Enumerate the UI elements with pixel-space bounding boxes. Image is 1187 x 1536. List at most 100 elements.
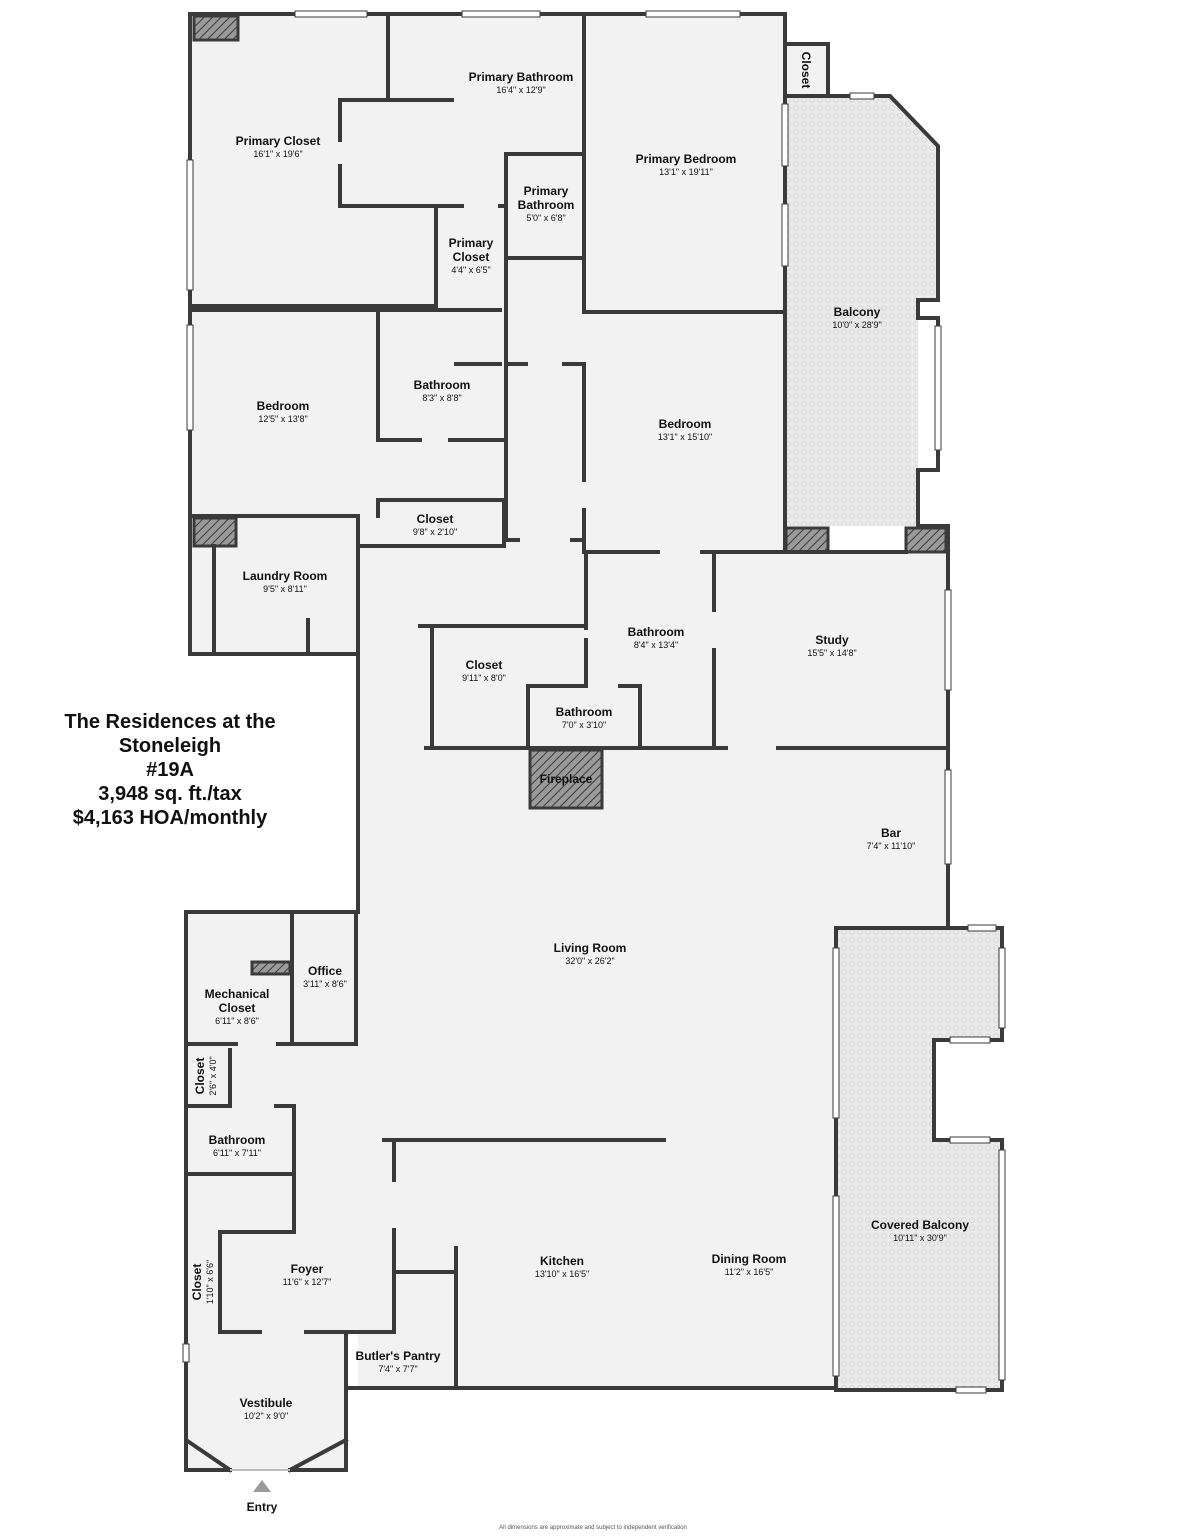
- room-bathroom-small-center: Bathroom 7'0" x 3'10": [556, 705, 613, 731]
- room-closet-foyer: Closet 1'10" x 6'6": [190, 1260, 216, 1304]
- room-name: Covered Balcony: [870, 1218, 970, 1232]
- balcony-floor: [786, 96, 938, 526]
- room-dims: 9'5" x 8'11": [263, 584, 307, 594]
- room-bathroom-mid: Bathroom 8'3" x 8'8": [414, 378, 471, 404]
- room-dims: 4'4" x 6'5": [451, 265, 491, 275]
- room-name-line-1: Mechanical: [204, 987, 270, 1001]
- entry-label: Entry: [246, 1500, 278, 1514]
- room-dims: 3'11" x 8'6": [303, 979, 347, 989]
- listing-title: The Residences at the Stoneleigh #19A 3,…: [40, 710, 300, 830]
- room-mechanical-closet: Mechanical Closet 6'11" x 8'6": [205, 987, 270, 1027]
- room-name: Closet: [190, 1263, 204, 1301]
- title-line-1: The Residences at the: [64, 711, 276, 733]
- hatched-features: [192, 14, 948, 976]
- room-name: Primary Bathroom: [468, 70, 574, 84]
- room-name: Butler's Pantry: [355, 1349, 441, 1363]
- room-dims: 8'3" x 8'8": [422, 393, 462, 403]
- room-name: Laundry Room: [242, 569, 328, 583]
- room-primary-closet-main: Primary Closet 16'1" x 19'6": [236, 134, 321, 160]
- room-name: Study: [815, 633, 849, 647]
- room-living-room: Living Room 32'0" x 26'2": [554, 941, 627, 967]
- room-dims: 13'10" x 16'5": [534, 1269, 590, 1279]
- room-dims: 2'6" x 4'0": [208, 1056, 218, 1096]
- room-kitchen: Kitchen 13'10" x 16'5": [535, 1254, 589, 1280]
- room-laundry-room: Laundry Room 9'5" x 8'11": [243, 569, 328, 595]
- room-bar: Bar 7'4" x 11'10": [867, 826, 916, 852]
- room-dims: 7'4" x 11'10": [866, 841, 916, 851]
- room-dims: 7'0" x 3'10": [561, 720, 607, 730]
- room-name: Bedroom: [256, 399, 310, 413]
- room-dims: 10'0" x 28'9": [832, 320, 882, 330]
- room-name: Bar: [880, 826, 902, 840]
- entry-arrow-icon: [253, 1480, 271, 1492]
- room-name: Closet: [416, 512, 454, 526]
- windows: [182, 10, 1006, 1394]
- walls: [184, 12, 1004, 1473]
- room-dims: 16'4" x 12'9": [496, 85, 546, 95]
- room-dims: 11'6" x 12'7": [282, 1277, 332, 1287]
- room-butlers-pantry: Butler's Pantry 7'4" x 7'7": [356, 1349, 441, 1375]
- room-dims: 32'0" x 26'2": [565, 956, 615, 966]
- room-dims: 10'11" x 30'9": [893, 1233, 947, 1243]
- room-dims: 15'5" x 14'8": [807, 648, 857, 658]
- title-line-4: 3,948 sq. ft./tax: [98, 783, 242, 805]
- room-name: Bedroom: [658, 417, 712, 431]
- room-dims: 7'4" x 7'7": [378, 1364, 418, 1374]
- room-dining-room: Dining Room 11'2" x 16'5": [712, 1252, 787, 1278]
- room-name: Closet: [193, 1057, 207, 1095]
- room-name: Primary Closet: [448, 236, 494, 264]
- room-bathroom-center: Bathroom 8'4" x 13'4": [628, 625, 685, 651]
- room-name: Bathroom: [208, 1133, 266, 1147]
- room-name: Office: [307, 964, 342, 978]
- room-dims: 16'1" x 19'6": [253, 149, 303, 159]
- room-vestibule: Vestibule 10'2" x 9'0": [240, 1396, 293, 1422]
- room-bedroom-right: Bedroom 13'1" x 15'10": [658, 417, 712, 443]
- room-name: Bathroom: [555, 705, 613, 719]
- room-dims: 9'11" x 8'0": [462, 673, 506, 683]
- room-name: Balcony: [833, 305, 881, 319]
- room-dims: 1'10" x 6'6": [205, 1259, 215, 1305]
- room-dims: 11'2" x 16'5": [724, 1267, 774, 1277]
- covered-balcony-floor: [836, 928, 1002, 1390]
- floor-fills: [186, 14, 948, 1470]
- room-dims: 13'1" x 19'11": [659, 167, 713, 177]
- room-primary-bathroom-small: Primary Bathroom 5'0" x 6'8": [508, 184, 584, 224]
- room-dims: 12'5" x 13'8": [258, 414, 308, 424]
- room-name: Primary Closet: [235, 134, 321, 148]
- room-name: Kitchen: [539, 1254, 584, 1268]
- room-dims: 13'1" x 15'10": [657, 432, 713, 442]
- room-closet-mid: Closet 9'8" x 2'10": [413, 512, 457, 538]
- room-name: Living Room: [553, 941, 627, 955]
- room-fireplace: Fireplace: [540, 772, 593, 786]
- room-closet-left-small: Closet 2'6" x 4'0": [193, 1056, 219, 1095]
- room-primary-closet-small: Primary Closet 4'4" x 6'5": [439, 236, 503, 276]
- room-dims: 6'11" x 7'11": [212, 1148, 262, 1158]
- room-name: Foyer: [290, 1262, 324, 1276]
- room-office: Office 3'11" x 8'6": [303, 964, 347, 990]
- room-name: Primary Bathroom: [517, 184, 575, 212]
- room-covered-balcony: Covered Balcony 10'11" x 30'9": [871, 1218, 969, 1244]
- room-name: Primary Bedroom: [635, 152, 737, 166]
- title-line-2: Stoneleigh: [118, 735, 222, 757]
- room-balcony: Balcony 10'0" x 28'9": [832, 305, 881, 331]
- room-name: Fireplace: [539, 772, 593, 786]
- title-line-3: #19A: [146, 759, 194, 781]
- room-primary-bedroom: Primary Bedroom 13'1" x 19'11": [636, 152, 737, 178]
- room-dims: 10'2" x 9'0": [243, 1411, 289, 1421]
- room-dims: 5'0" x 6'8": [526, 213, 566, 223]
- room-name: Vestibule: [239, 1396, 293, 1410]
- room-primary-bathroom-main: Primary Bathroom 16'4" x 12'9": [469, 70, 574, 96]
- footnote: All dimensions are approximate and subje…: [499, 1525, 687, 1531]
- title-line-5: $4,163 HOA/monthly: [72, 807, 268, 829]
- room-bathroom-left: Bathroom 6'11" x 7'11": [209, 1133, 266, 1159]
- room-name: Bathroom: [627, 625, 685, 639]
- room-name: Closet: [799, 51, 813, 89]
- room-name: Dining Room: [711, 1252, 787, 1266]
- room-closet-top-right: Closet: [799, 52, 813, 89]
- room-dims: 9'8" x 2'10": [412, 527, 458, 537]
- room-dims: 6'11" x 8'6": [215, 1016, 259, 1026]
- room-bedroom-left: Bedroom 12'5" x 13'8": [257, 399, 310, 425]
- room-foyer: Foyer 11'6" x 12'7": [283, 1262, 332, 1288]
- room-name-line-2: Closet: [218, 1001, 256, 1015]
